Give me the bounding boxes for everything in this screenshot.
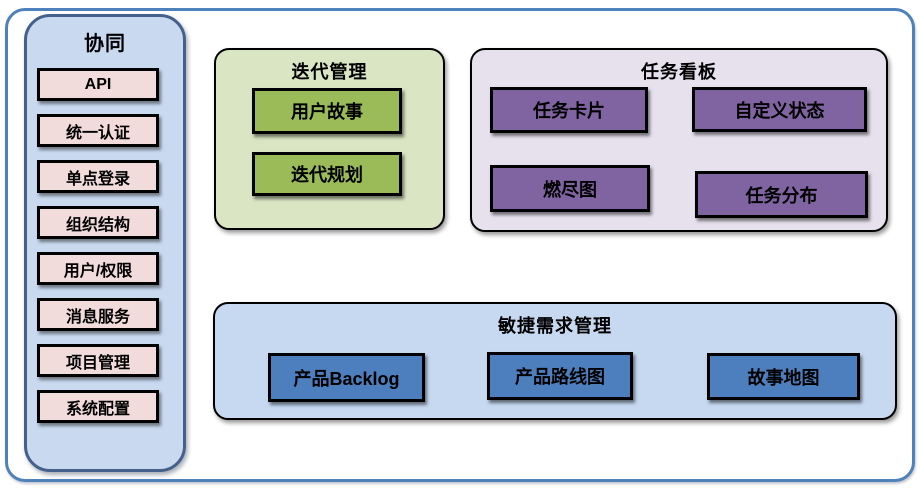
sidebar-item-org-structure: 组织结构 (37, 206, 159, 239)
section-iteration-title: 迭代管理 (291, 62, 368, 82)
shape-task-card: 任务卡片 (490, 87, 648, 133)
shape-product-backlog: 产品Backlog (268, 353, 425, 402)
section-task-board: 任务看板 任务卡片 自定义状态 燃尽图 任务分布 (470, 48, 888, 232)
sidebar-collaboration: 协同 API 统一认证 单点登录 组织结构 用户/权限 消息服务 项目管理 系统… (24, 14, 186, 472)
sidebar-item-project-mgmt: 项目管理 (37, 344, 159, 377)
sidebar-item-message-service: 消息服务 (37, 298, 159, 331)
sidebar-item-system-config: 系统配置 (37, 390, 159, 423)
shape-story-map: 故事地图 (707, 353, 860, 400)
sidebar-item-unified-auth: 统一认证 (37, 114, 159, 147)
sidebar-item-api: API (37, 68, 159, 101)
section-agile-requirements: 敏捷需求管理 产品Backlog 产品路线图 故事地图 (213, 302, 897, 420)
shape-product-roadmap: 产品路线图 (487, 352, 633, 400)
section-iteration-management: 迭代管理 用户故事 迭代规划 (214, 48, 445, 230)
section-agile-title: 敏捷需求管理 (498, 316, 612, 336)
shape-iteration-planning: 迭代规划 (252, 152, 402, 196)
shape-task-distribution: 任务分布 (695, 171, 868, 218)
shape-burndown-chart: 燃尽图 (490, 165, 650, 212)
sidebar-item-sso: 单点登录 (37, 160, 159, 193)
sidebar-title: 协同 (84, 33, 126, 55)
sidebar-item-user-permission: 用户/权限 (37, 252, 159, 285)
shape-user-story: 用户故事 (252, 88, 402, 134)
section-taskboard-title: 任务看板 (641, 62, 717, 82)
shape-custom-status: 自定义状态 (692, 87, 867, 132)
